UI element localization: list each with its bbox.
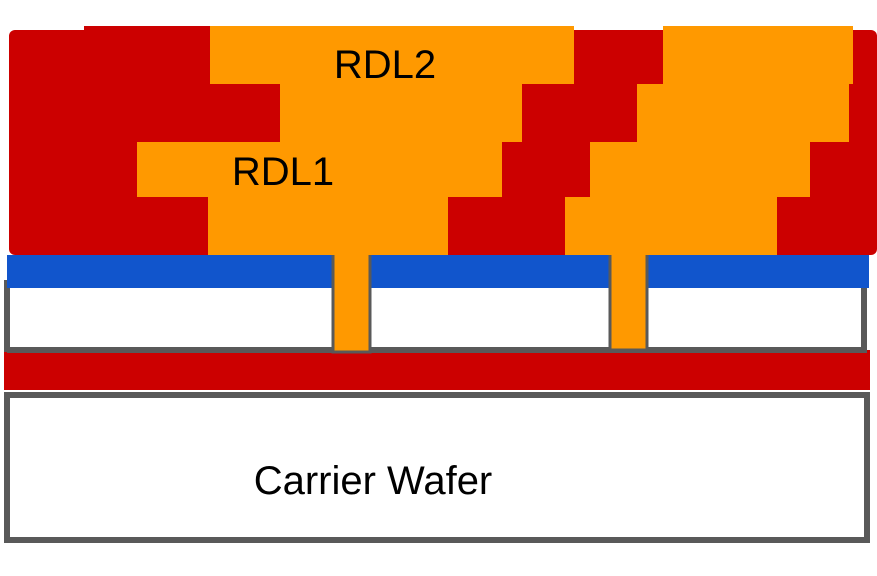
rdl1-label: RDL1 bbox=[232, 150, 334, 194]
rdl2-right-pad bbox=[663, 26, 853, 84]
carrier-wafer-body bbox=[4, 392, 870, 543]
rdl2-via-upper bbox=[280, 84, 522, 142]
via-right bbox=[610, 255, 647, 350]
cavity-frame bbox=[4, 280, 867, 353]
rdl1-right-step bbox=[590, 142, 810, 197]
via-right-outline bbox=[608, 255, 649, 352]
rdl2-label: RDL2 bbox=[334, 43, 436, 87]
rdl2-trace bbox=[210, 26, 574, 84]
copper-rdl bbox=[137, 26, 853, 352]
passivation-left bbox=[7, 255, 333, 288]
via-left bbox=[333, 255, 370, 352]
bonding-layer bbox=[4, 350, 870, 390]
dielectric-top-lip bbox=[84, 26, 214, 36]
rdl1-trace bbox=[137, 142, 502, 197]
passivation-layer bbox=[7, 255, 869, 288]
passivation-middle bbox=[370, 255, 610, 288]
rdl1-via-lower bbox=[208, 197, 448, 255]
rdl1-right-base bbox=[565, 197, 777, 255]
rdl2-right-step bbox=[637, 84, 849, 142]
carrier-wafer: Carrier Wafer bbox=[4, 392, 870, 543]
via-outlines bbox=[331, 255, 649, 354]
carrier-wafer-label: Carrier Wafer bbox=[254, 459, 493, 503]
passivation-right bbox=[647, 255, 869, 288]
via-left-outline bbox=[331, 255, 372, 354]
